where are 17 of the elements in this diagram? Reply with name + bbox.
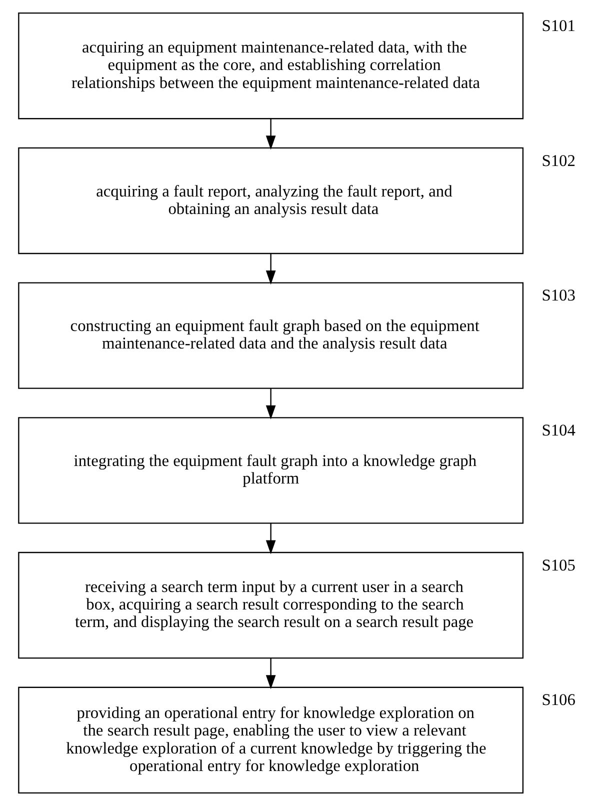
- node-label: S105: [542, 555, 576, 574]
- node-box: receiving a search term input by a current user in a search box, acquiring a search result corresponding to the search term, and displaying the search result on a search result page: [18, 552, 524, 659]
- node-label: S106: [542, 690, 576, 710]
- node-label: S104: [542, 420, 576, 440]
- node-box: acquiring a fault report, analyzing the fault report, and obtaining an analysis result data: [18, 147, 524, 254]
- node-label: S102: [542, 150, 576, 170]
- arrow: [266, 118, 276, 150]
- node-box: constructing an equipment fault graph based on the equipment maintenance-related data and the analysis result data: [18, 282, 524, 389]
- arrow: [266, 253, 276, 285]
- node-box: integrating the equipment fault graph into a knowledge graph platform: [18, 417, 524, 524]
- node-label: S101: [542, 16, 576, 35]
- arrow: [266, 658, 276, 690]
- node-label: S103: [542, 286, 576, 305]
- node-box: acquiring an equipment maintenance-related data, with the equipment as the core, and establishing correlation relationships between the equipment maintenance-related data: [18, 12, 524, 120]
- node-box: providing an operational entry for knowledge exploration on the search result page, enabling the user to view a relevant knowledge exploration of a current knowledge by triggering the operational entry for knowledge exploration: [18, 686, 524, 794]
- arrow: [266, 388, 276, 420]
- arrow: [266, 523, 276, 554]
